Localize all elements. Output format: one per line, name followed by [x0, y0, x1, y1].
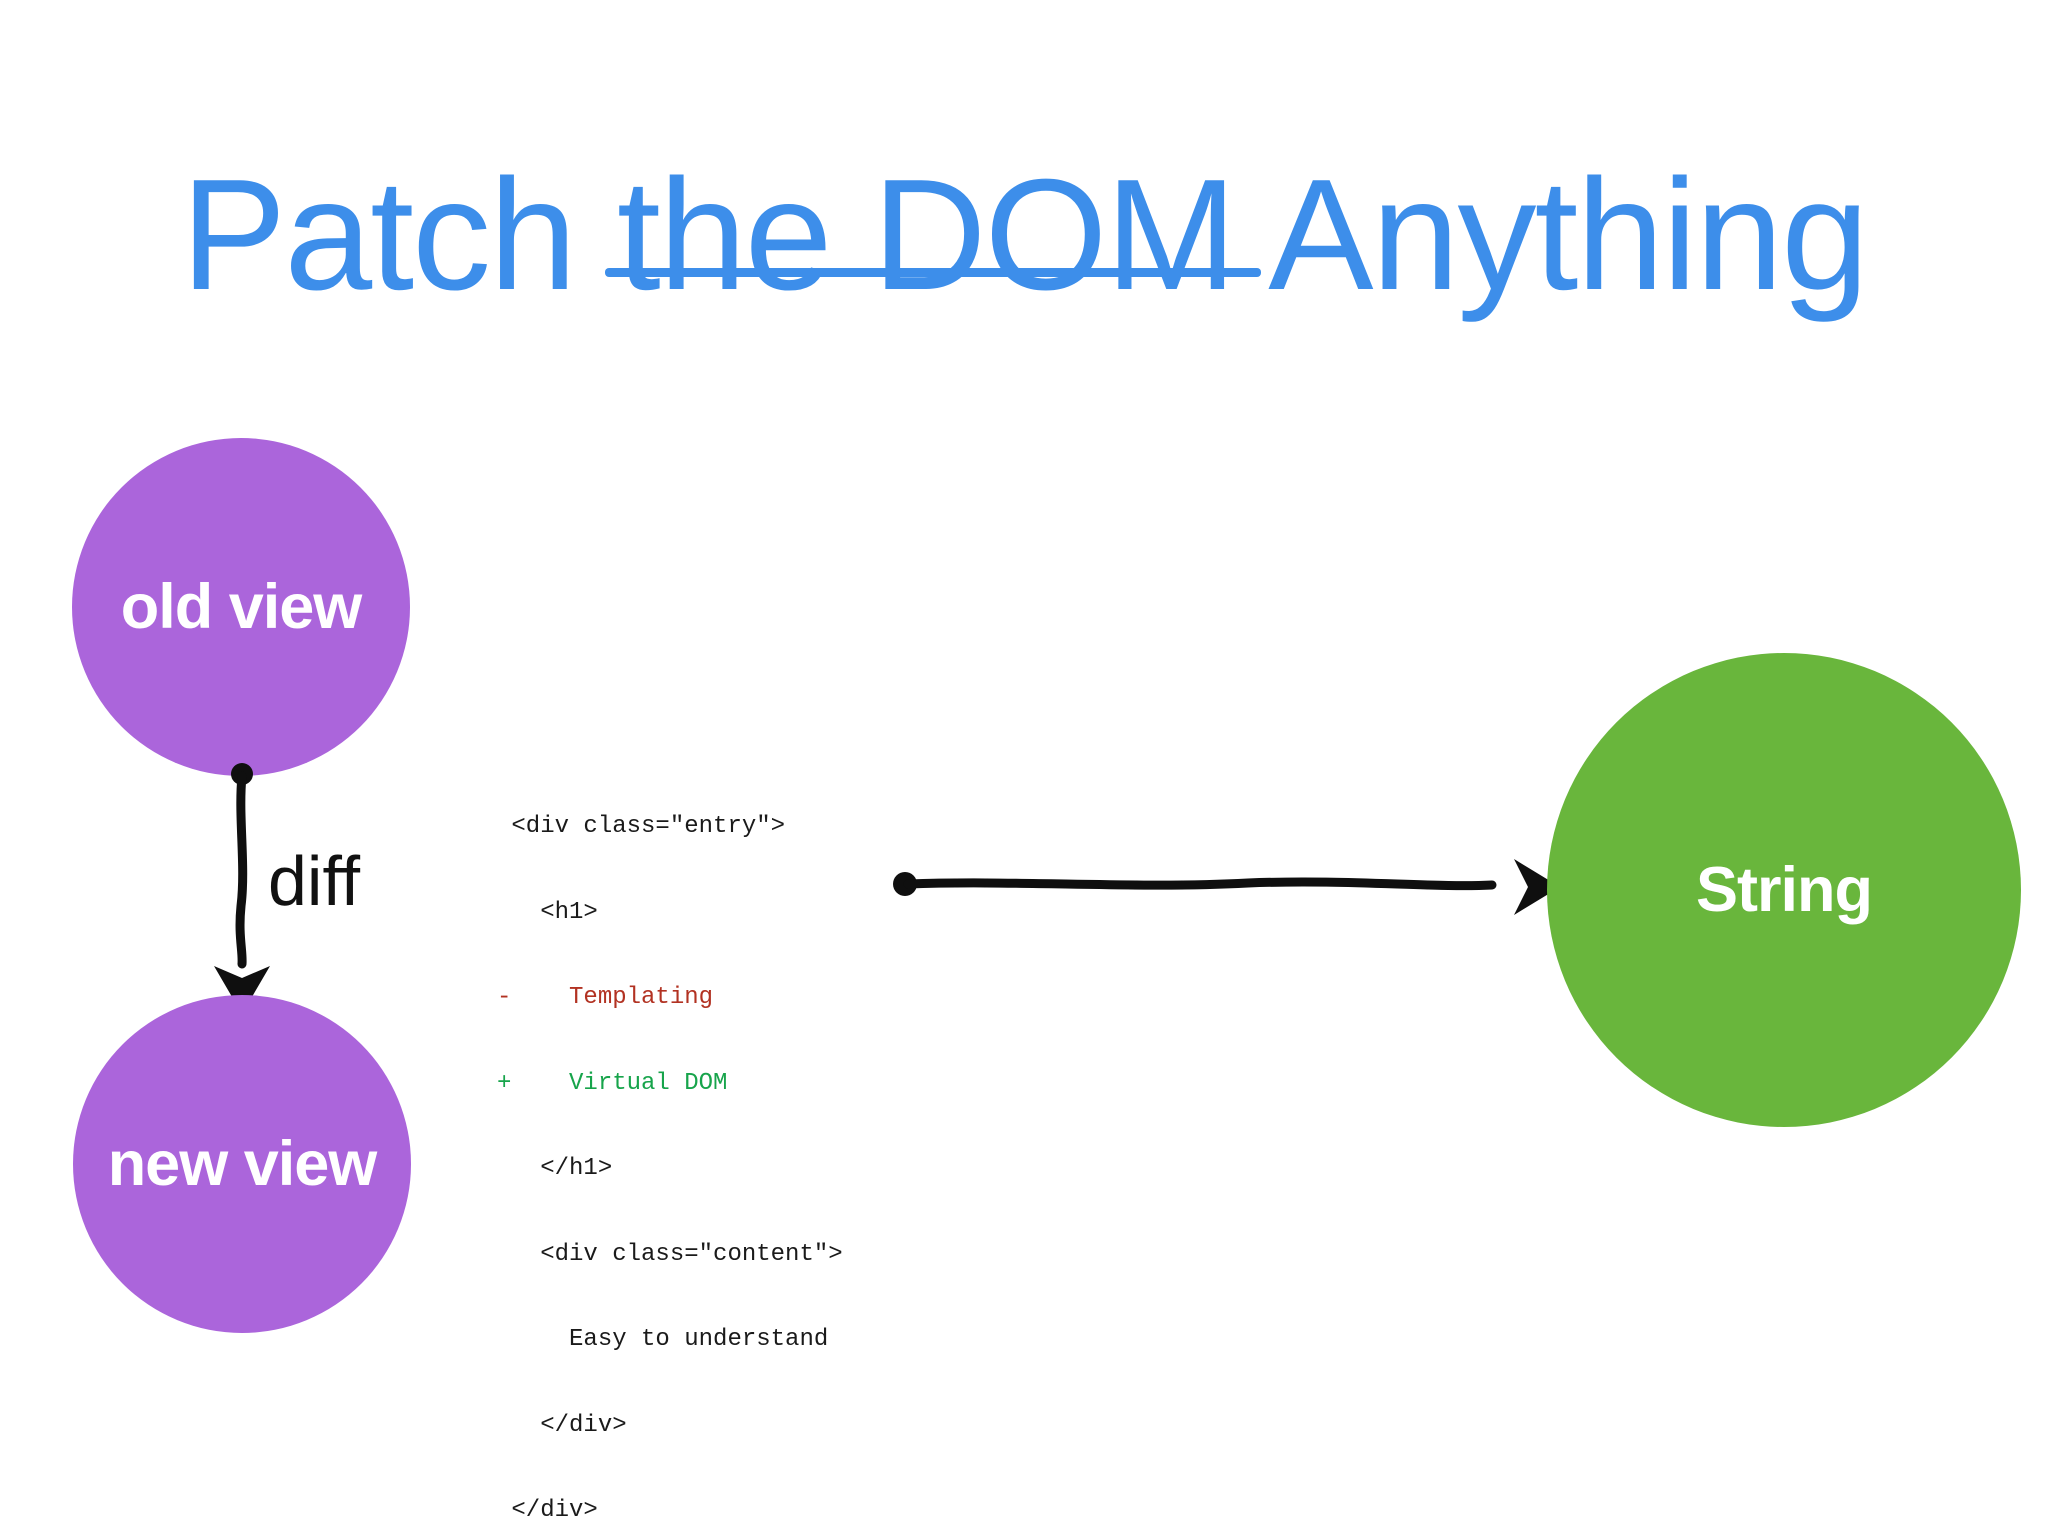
code-line-removed: - Templating [497, 984, 714, 1011]
node-new-view-label: new view [107, 1129, 378, 1199]
arrow-shaft [235, 771, 248, 969]
diff-down-arrow [214, 763, 270, 1014]
node-string-label: String [1696, 855, 1873, 925]
code-line: <div class="content"> [497, 1240, 843, 1268]
code-line: </div> [497, 1497, 598, 1524]
arrowhead-right-icon [1514, 859, 1560, 915]
title-struck-text: the DOM [604, 147, 1262, 323]
arrowhead-down-icon [214, 966, 270, 1014]
code-line: </h1> [497, 1155, 613, 1182]
code-line-added: + Virtual DOM [497, 1069, 728, 1097]
diff-label: diff [268, 842, 361, 920]
node-old-view: old view [72, 438, 410, 776]
arrow-shaft [903, 877, 1497, 891]
code-line: <h1> [497, 898, 598, 926]
code-diff-block: <div class="entry"> <h1> - Templating + … [497, 756, 843, 1536]
title-post: Anything [1235, 147, 1869, 323]
node-old-view-label: old view [120, 572, 363, 642]
to-string-arrow [893, 859, 1560, 915]
node-new-view: new view [73, 995, 411, 1333]
slide-title: Patch the DOM Anything [0, 156, 2048, 314]
title-pre: Patch [180, 147, 617, 323]
code-line: </div> [497, 1411, 627, 1439]
code-line: <div class="entry"> [497, 813, 786, 840]
node-string: String [1547, 653, 2021, 1127]
code-line: Easy to understand [497, 1326, 829, 1353]
